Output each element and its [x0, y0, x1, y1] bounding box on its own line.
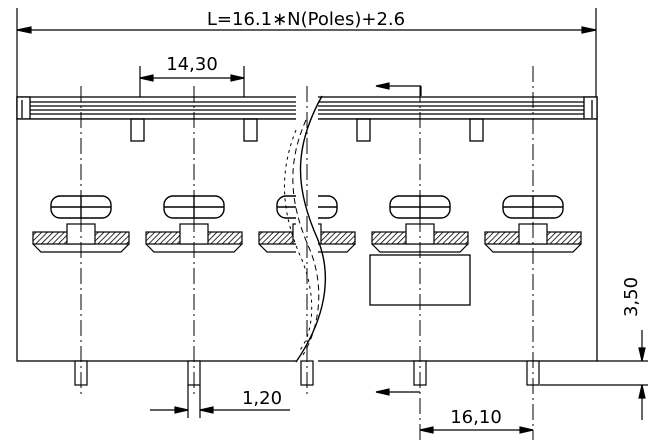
- pin-width-dimension: [150, 385, 290, 418]
- centerlines: [80, 66, 534, 440]
- section-arrow: [375, 82, 422, 96]
- pitch-bottom-label: 16,10: [450, 407, 502, 428]
- pitch-dimension-bottom: [419, 426, 534, 434]
- pin-width-label: 1,20: [242, 388, 282, 409]
- pin-length-dimension: [540, 330, 648, 420]
- pin-length-label: 3,50: [621, 277, 642, 317]
- pitch-top-label: 14,30: [166, 54, 218, 75]
- section-arrow-lower: [375, 388, 420, 396]
- overall-length-dimension: [16, 8, 597, 110]
- overall-length-label: L=16.1∗N(Poles)+2.6: [207, 9, 405, 30]
